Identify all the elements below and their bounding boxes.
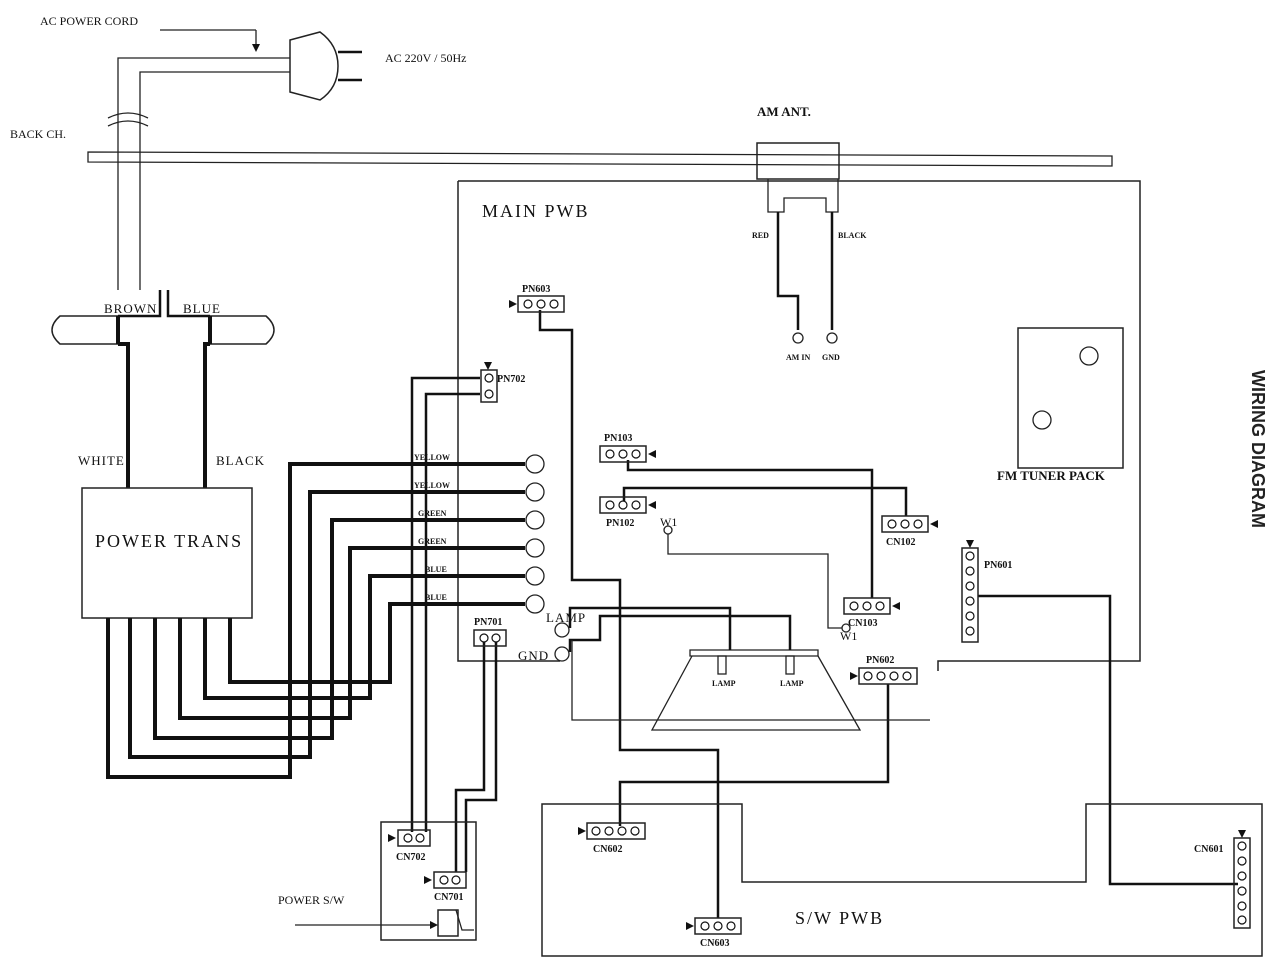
lamp-label-a: LAMP [712,679,736,688]
am-ant-label: AM ANT. [757,104,811,119]
power-switch-board [295,821,477,941]
connector-cn603 [686,917,742,935]
black-wire-label-main: BLACK [216,453,265,468]
pn103-label: PN103 [604,433,632,444]
gnd-terminal [554,646,570,662]
sw-pwb-board [541,803,1263,957]
pn102-label: PN102 [606,518,634,529]
am-gnd-label: GND [822,353,840,362]
cn602-label: CN602 [593,844,622,855]
wire-color-label: GREEN [418,537,447,546]
power-trans-box [81,487,253,619]
wire-color-label: YELLOW [414,453,450,462]
black-wire-label: BLACK [838,231,867,240]
pn601-label: PN601 [984,560,1012,571]
cn603-label: CN603 [700,938,729,949]
power-trans-label: POWER TRANS [95,531,243,551]
connector-cn702 [388,829,431,847]
white-wire-label: WHITE [78,453,125,468]
fuse-holders [51,290,275,488]
power-switch-wiring [410,376,498,872]
ac-plug-icon [289,31,362,101]
connector-cn701 [424,871,467,889]
secondary-wires [106,462,525,779]
wire-color-label: BLUE [425,565,447,574]
lamp-assembly [568,606,862,731]
connector-pn103 [599,445,656,463]
pn702-label: PN702 [497,374,525,385]
connector-pn701 [473,629,507,647]
red-wire-label: RED [752,231,769,240]
back-chassis-rod [87,151,1113,167]
wire-color-label: YELLOW [414,481,450,490]
w1-label-a: W1 [660,515,677,529]
connector-pn102 [599,496,656,514]
pn701-label: PN701 [474,617,502,628]
power-sw-label: POWER S/W [278,893,345,907]
main-pwb-label: MAIN PWB [482,201,590,221]
w1-label-b: W1 [840,629,857,643]
blue-wire-label: BLUE [183,301,221,316]
brown-wire-label: BROWN [104,301,157,316]
secondary-terminals [525,454,545,614]
signal-cables [538,310,1238,918]
pn602-label: PN602 [866,655,894,666]
connector-cn602 [578,822,646,840]
pn603-label: PN603 [522,284,550,295]
cn102-label: CN102 [886,537,915,548]
am-antenna [756,142,840,344]
cn103-label: CN103 [848,618,877,629]
ac-voltage-label: AC 220V / 50Hz [385,51,466,65]
connector-pn702 [480,362,498,403]
back-ch-label: BACK CH. [10,127,66,141]
connector-cn601 [1233,830,1251,929]
connector-pn601 [961,540,979,643]
fm-tuner-pack-label: FM TUNER PACK [997,468,1106,483]
gnd-terminal-label: GND [518,648,549,663]
ac-power-cord-label: AC POWER CORD [40,14,138,28]
fm-tuner-pack [1017,327,1124,469]
am-in-label: AM IN [786,353,810,362]
wire-color-label: BLUE [425,593,447,602]
connector-pn603 [509,295,565,313]
lamp-terminal [554,622,570,638]
w1-jumper [663,525,851,633]
connector-cn102 [881,515,938,533]
cn702-label: CN702 [396,852,425,863]
ac-power-cord [107,29,290,290]
main-pwb-board [457,180,1141,671]
diagram-title: WIRING DIAGRAM [1248,370,1268,528]
cn601-label: CN601 [1194,844,1223,855]
connector-pn602 [850,667,918,685]
connector-cn103 [843,597,900,615]
lamp-terminal-label: LAMP [546,610,586,625]
cn701-label: CN701 [434,892,463,903]
sw-pwb-label: S/W PWB [795,908,884,928]
lamp-label-b: LAMP [780,679,804,688]
wire-color-label: GREEN [418,509,447,518]
